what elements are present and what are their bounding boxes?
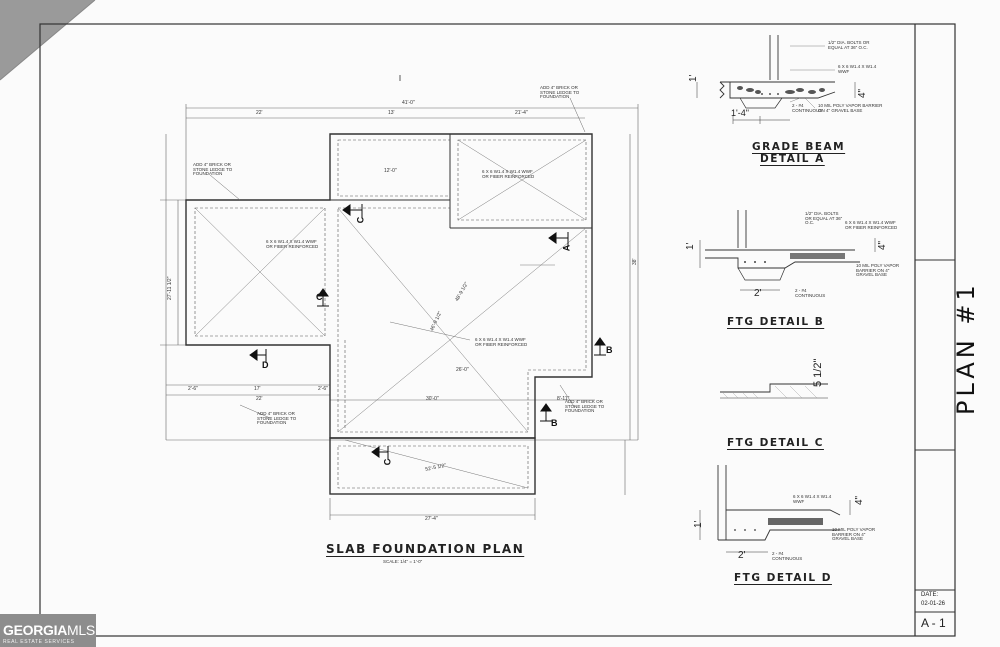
note-poly-a: 10 MIL POLY VAPOR BARRIER ON 4" GRAVEL B… [818, 103, 883, 113]
section-marker-b-right: B [606, 345, 613, 355]
dim-d-height: 1' [693, 520, 704, 528]
section-marker-d: D [262, 360, 269, 370]
dim-top-mid: 13' [388, 110, 395, 116]
dim-right-offset: 8'-11" [557, 396, 570, 402]
note-brick-ledge-top: ADD 4" BRICK OR STONE LEDGE TO FOUNDATIO… [540, 85, 580, 99]
dim-b-height: 1' [685, 242, 696, 250]
note-mesh-center: 6 X 6 W1.4 X W1.4 WWF OR FIBER REINFORCE… [475, 337, 528, 347]
section-marker-b-lower: B [551, 418, 558, 428]
note-poly-d: 10 MIL POLY VAPOR BARRIER ON 4" GRAVEL B… [832, 527, 876, 541]
sheet-number: A - 1 [921, 616, 946, 630]
section-marker-a: A [561, 244, 572, 252]
section-marker-c-porch: C [382, 458, 393, 466]
note-mesh-a: 6 X 6 W1.4 X W1.4 WWF [838, 64, 877, 74]
note-bolts-b: 1/2" DIA. BOLTS OR EQUAL AT 36" O.C. [805, 211, 843, 225]
note-poly-b: 10 MIL POLY VAPOR BARRIER ON 4" GRAVEL B… [856, 263, 900, 277]
note-mesh-d: 6 X 6 W1.4 X W1.4 WWF [793, 494, 832, 504]
slab-plan-title: SLAB FOUNDATION PLAN [326, 542, 525, 556]
logo-tagline: REAL ESTATE SERVICES [3, 639, 75, 645]
plan-number: PLAN #1 [952, 281, 980, 415]
dim-center-lower: 30'-0" [426, 396, 439, 402]
detail-b-linework [699, 210, 876, 291]
dim-b-width: 2' [754, 288, 762, 299]
dim-a-width: 1'-4" [731, 108, 749, 118]
dim-porch-bottom: 17' [254, 386, 261, 392]
georgia-mls-logo: GEORGIAMLS REAL ESTATE SERVICES [0, 614, 96, 647]
note-mesh-garage: 6 X 6 W1.4 X W1.4 WWF OR FIBER REINFORCE… [482, 169, 535, 179]
detail-c-linework [720, 383, 828, 399]
dim-top-right: 21'-4" [515, 110, 528, 116]
detail-c-title: FTG DETAIL C [727, 437, 824, 449]
detail-b-title: FTG DETAIL B [727, 316, 825, 328]
slab-plan-linework [160, 75, 639, 520]
detail-d-linework [699, 465, 851, 553]
logo-wordmark: GEORGIAMLS [3, 622, 95, 638]
note-mesh-left: 6 X 6 W1.4 X W1.4 WWF OR FIBER REINFORCE… [266, 239, 319, 249]
dim-bottom-width: 27'-4" [425, 516, 438, 522]
note-rebar-d: 2 - #4 CONTINUOUS [772, 551, 803, 561]
date-label: DATE: [921, 592, 939, 598]
note-rebar-b: 2 - #4 CONTINUOUS [795, 288, 826, 298]
detail-d-title: FTG DETAIL D [734, 572, 832, 584]
dim-d-width: 2' [738, 550, 746, 561]
detail-a-title-line2: DETAIL A [760, 153, 825, 165]
dim-overall: 41'-0" [402, 100, 415, 106]
note-brick-ledge-left: ADD 4" BRICK OR STONE LEDGE TO FOUNDATIO… [193, 162, 233, 176]
note-rebar-a: 2 - #4 CONTINUOUS [792, 103, 823, 113]
dim-d-depth: 4" [854, 495, 865, 505]
dim-c-drop: 5 1/2" [812, 358, 824, 387]
note-bolts-a: 1/2" DIA. BOLTS OR EQUAL AT 36" O.C. [828, 40, 870, 50]
note-brick-ledge-right: ADD 4" BRICK OR STONE LEDGE TO FOUNDATIO… [565, 399, 605, 413]
dim-a-height: 1' [688, 74, 699, 82]
dim-a-depth: 4" [857, 88, 868, 98]
date-value: 02-01-26 [921, 601, 946, 607]
dim-bottom-left: 2'-6" [188, 386, 198, 392]
note-brick-ledge-bottom: ADD 4" BRICK OR STONE LEDGE TO FOUNDATIO… [257, 411, 297, 425]
dim-center-span: 26'-0" [456, 367, 469, 373]
dim-b-depth: 4" [877, 240, 888, 250]
section-marker-c-top: C [355, 216, 366, 224]
section-marker-c-left: C [316, 292, 323, 302]
dim-bottom-right: 2'-6" [318, 386, 328, 392]
detail-a-title-line1: GRADE BEAM [752, 141, 846, 153]
detail-a-linework [696, 35, 856, 124]
dim-right-side: 38' [632, 258, 638, 265]
note-mesh-b: 6 X 6 W1.4 X W1.4 WWF OR FIBER REINFORCE… [845, 220, 898, 230]
plan-scale-note: SCALE: 1/4" = 1'-0" [383, 559, 423, 564]
dim-porch-width: 12'-0" [384, 168, 397, 174]
dim-top-left: 22' [256, 110, 263, 116]
dim-left-side: 27'-11 1/2" [167, 276, 173, 301]
dim-bottom-mid: 22' [256, 396, 263, 402]
